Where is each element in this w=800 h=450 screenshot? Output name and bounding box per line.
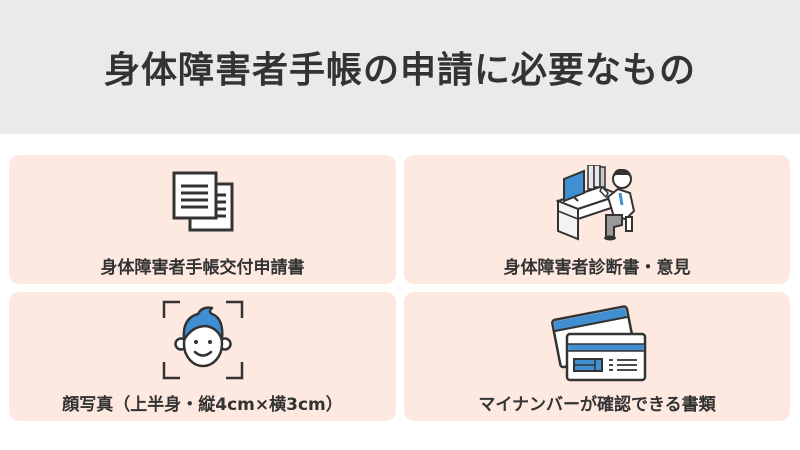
page-title: 身体障害者手帳の申請に必要なもの: [103, 50, 696, 91]
card-application-form: 身体障害者手帳交付申請書: [9, 155, 396, 284]
id-cards-icon: [551, 305, 647, 382]
card-my-number-documents: マイナンバーが確認できる書類: [404, 292, 790, 421]
card-face-photo: 顔写真（上半身・縦4cm×横3cm）: [9, 292, 396, 421]
card-medical-certificate: 身体障害者診断書・意見: [404, 155, 790, 284]
documents-icon: [172, 171, 233, 232]
face-photo-icon: [162, 300, 243, 380]
card-label: マイナンバーが確認できる書類: [478, 395, 716, 415]
header-banner: 身体障害者手帳の申請に必要なもの: [0, 0, 800, 134]
card-label: 身体障害者手帳交付申請書: [100, 258, 305, 278]
card-label: 顔写真（上半身・縦4cm×横3cm）: [62, 395, 343, 415]
card-label: 身体障害者診断書・意見: [503, 258, 691, 278]
doctor-at-desk-icon: [556, 165, 636, 241]
